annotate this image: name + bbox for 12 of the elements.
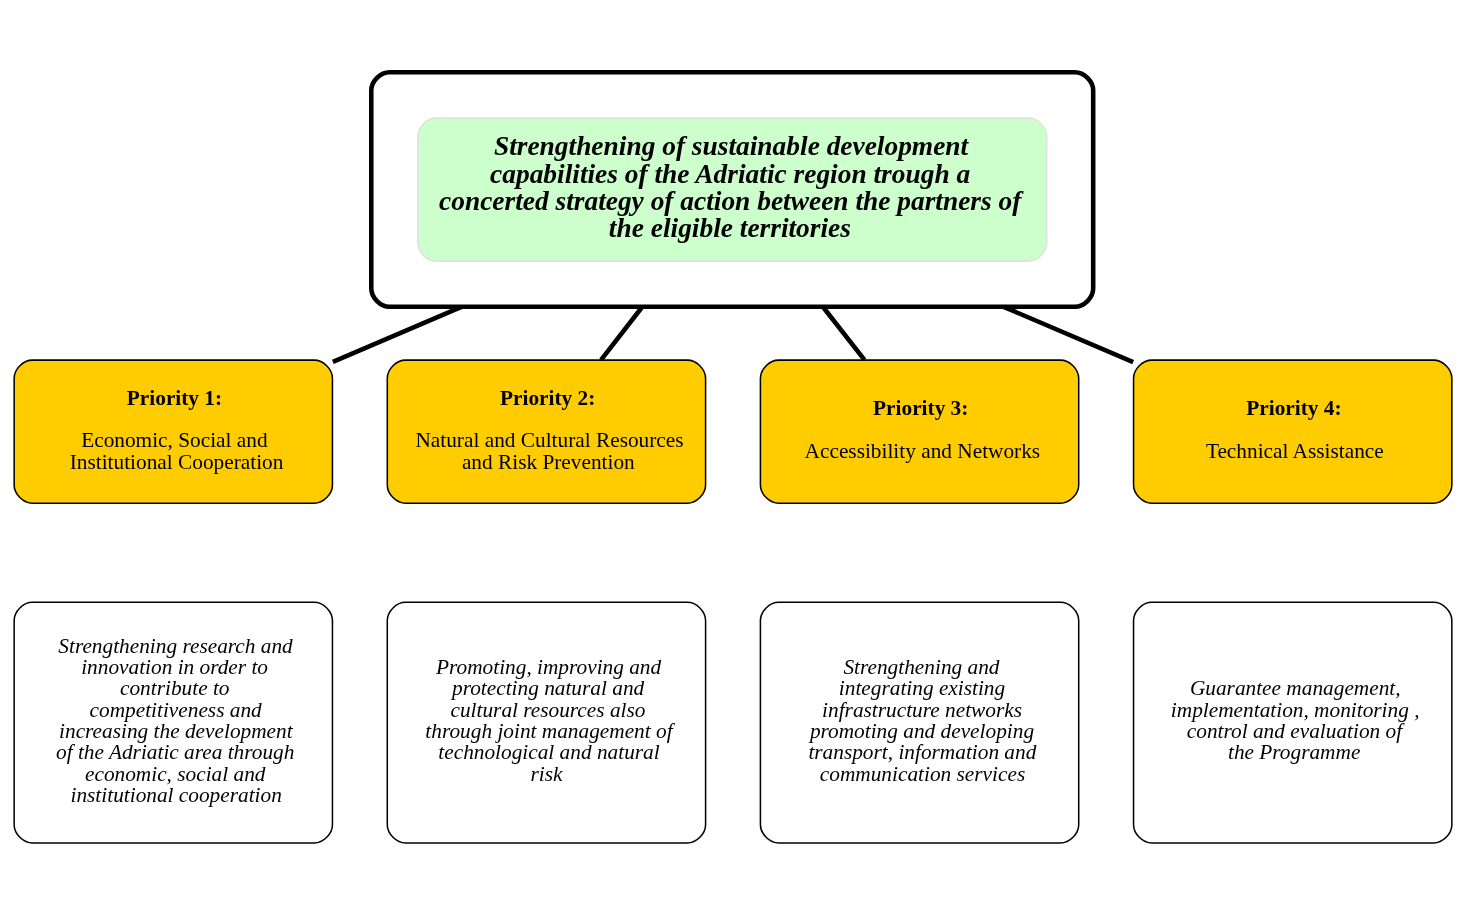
node-box: Priority 4: Technical Assistance	[1132, 359, 1453, 505]
connector	[332, 304, 463, 364]
node-box: Strengthening of sustainable development capabilities of the Adriatic region trough a concerted strategy of action between the partners of the eligible territories	[417, 117, 1048, 262]
node-box: Guarantee management, implementation, monitoring , control and evaluation of the Programme	[1132, 601, 1453, 844]
node-box: Strengthening and integrating existing infrastructure networks promoting and developing transport, information and communication services	[759, 601, 1080, 844]
connector	[1002, 304, 1135, 365]
node-box: Priority 3: Accessibility and Networks	[759, 359, 1080, 505]
node-box: Priority 2: Natural and Cultural Resources and Risk Prevention	[386, 359, 707, 505]
cluster	[369, 70, 1096, 310]
node-box: Priority 1: Economic, Social and Institutional Cooperation	[13, 359, 334, 505]
node-box: Promoting, improving and protecting natural and cultural resources also through joint management of technological and natural risk	[386, 601, 707, 844]
node-box: Strengthening research and innovation in order to contribute to competitiveness and increasing the development of the Adriatic area through economic, social and institutional cooperation	[13, 601, 334, 844]
